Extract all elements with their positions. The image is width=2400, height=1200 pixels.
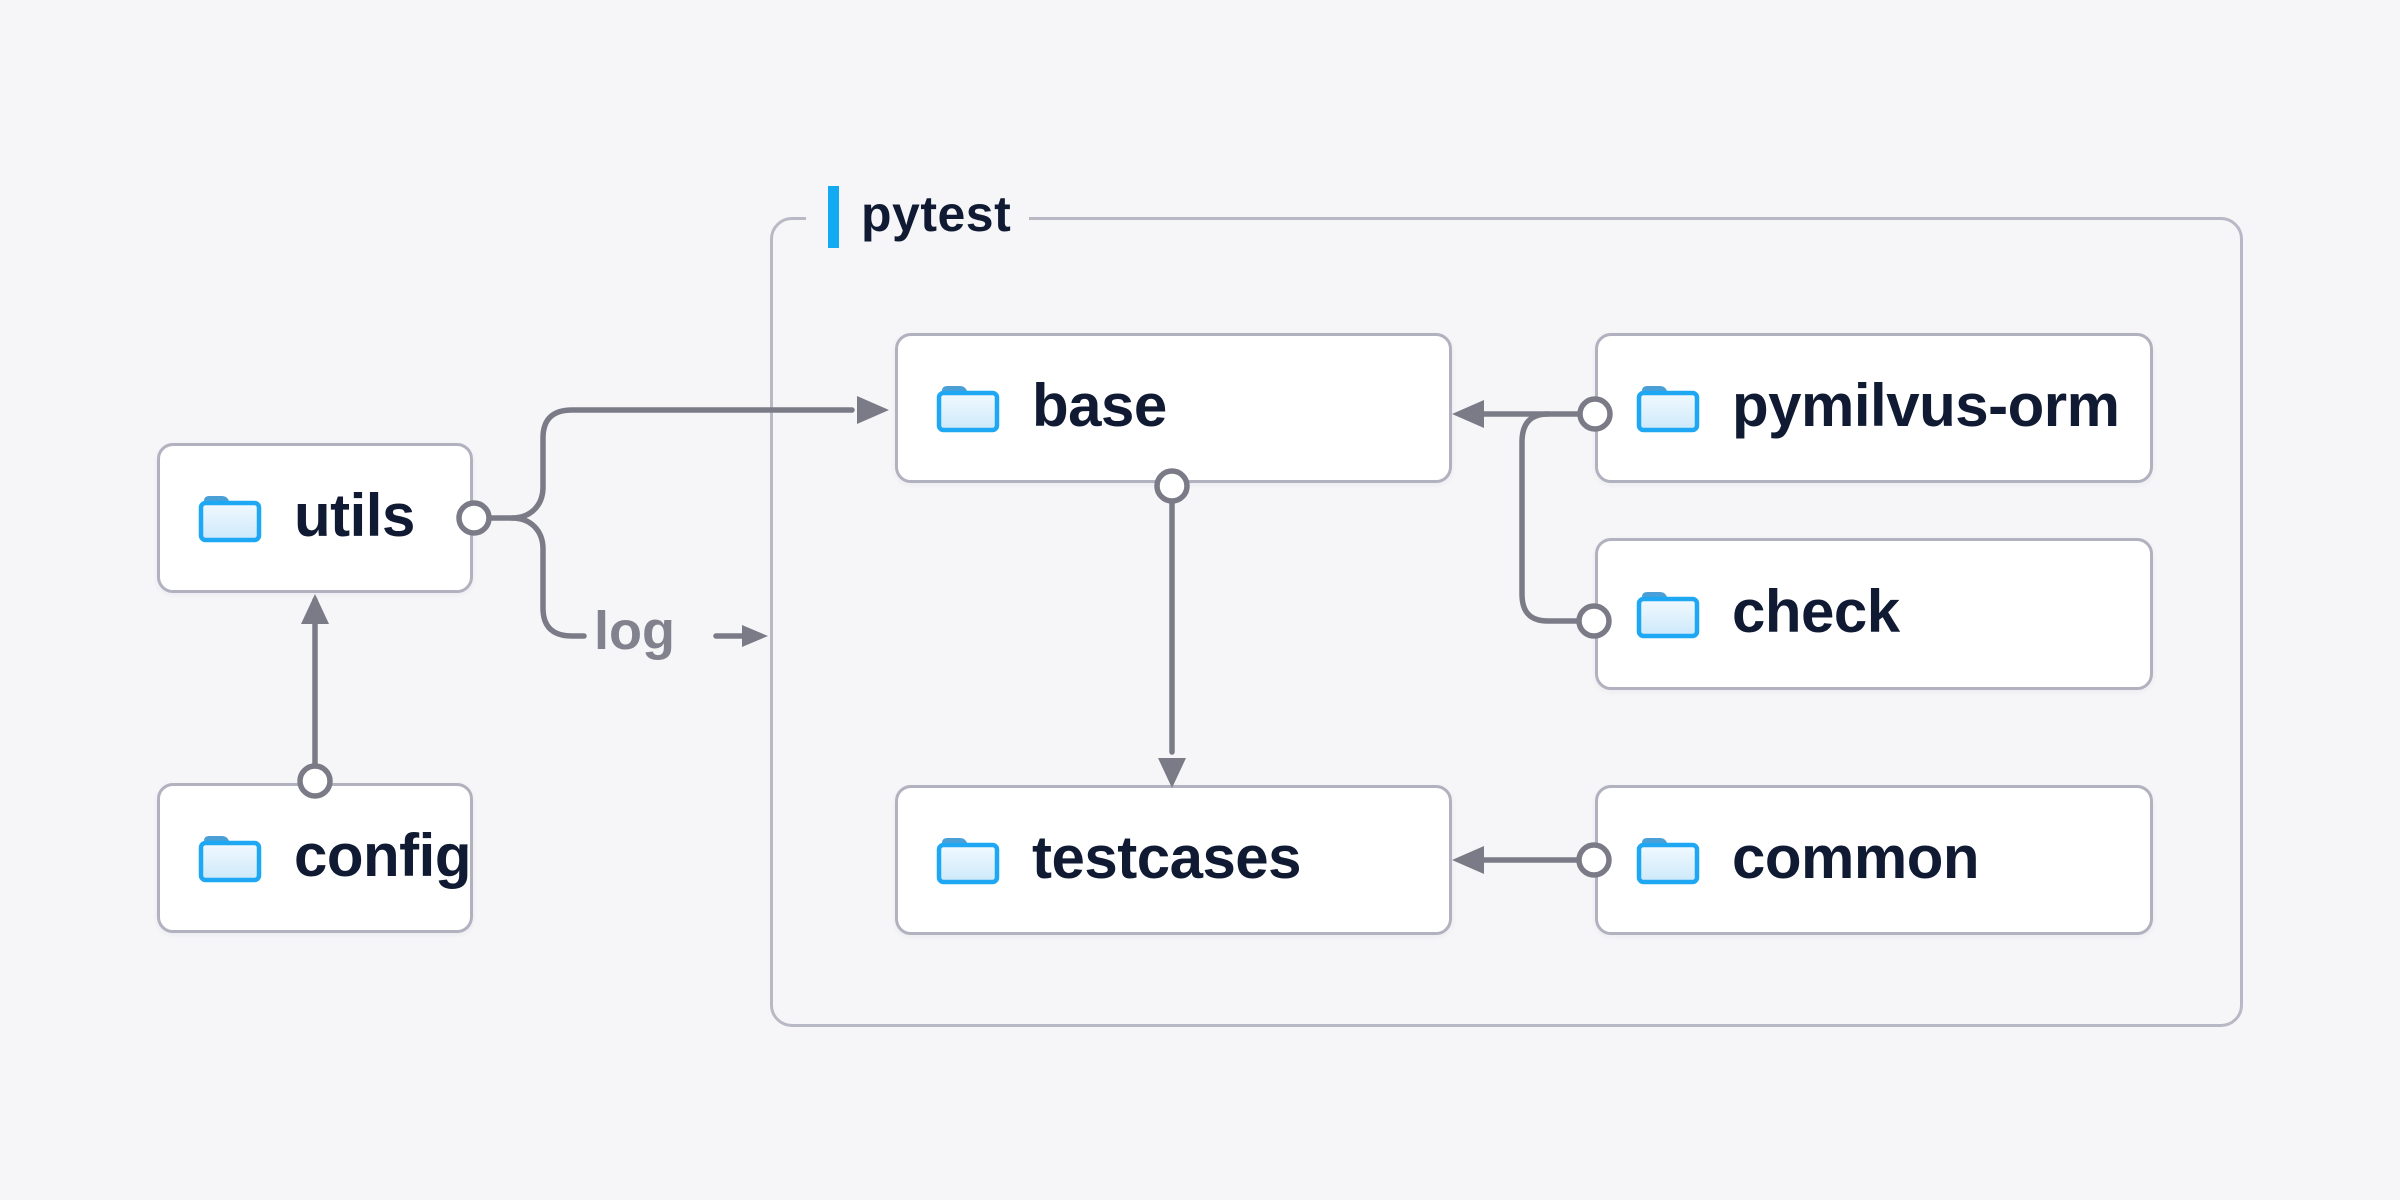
node-check: check	[1595, 538, 2153, 690]
pytest-group-label: pytest	[806, 180, 1030, 254]
node-utils: utils	[157, 443, 473, 593]
node-pymilvus-orm: pymilvus-orm	[1595, 333, 2153, 483]
node-pymilvus-orm-label: pymilvus-orm	[1732, 371, 2120, 439]
folder-icon	[1636, 838, 1700, 885]
folder-icon	[936, 386, 1000, 433]
node-common-label: common	[1732, 823, 1980, 891]
node-base-label: base	[1032, 371, 1167, 439]
log-arrow-icon	[713, 625, 768, 647]
folder-icon	[198, 836, 262, 883]
node-check-label: check	[1732, 577, 1900, 645]
pytest-group-title: pytest	[861, 186, 1012, 242]
folder-icon	[198, 496, 262, 543]
log-edge-label: log	[594, 601, 675, 661]
accent-bar	[828, 186, 839, 248]
node-base: base	[895, 333, 1452, 483]
node-config: config	[157, 783, 473, 933]
node-testcases-label: testcases	[1032, 823, 1302, 891]
folder-icon	[1636, 386, 1700, 433]
edge-config-to-utils	[297, 594, 333, 799]
pytest-group-container	[770, 217, 2243, 1027]
node-utils-label: utils	[294, 481, 415, 549]
node-testcases: testcases	[895, 785, 1452, 935]
node-config-label: config	[294, 821, 471, 889]
folder-icon	[1636, 592, 1700, 639]
arrowhead-up-icon	[301, 594, 329, 624]
folder-icon	[936, 838, 1000, 885]
node-common: common	[1595, 785, 2153, 935]
